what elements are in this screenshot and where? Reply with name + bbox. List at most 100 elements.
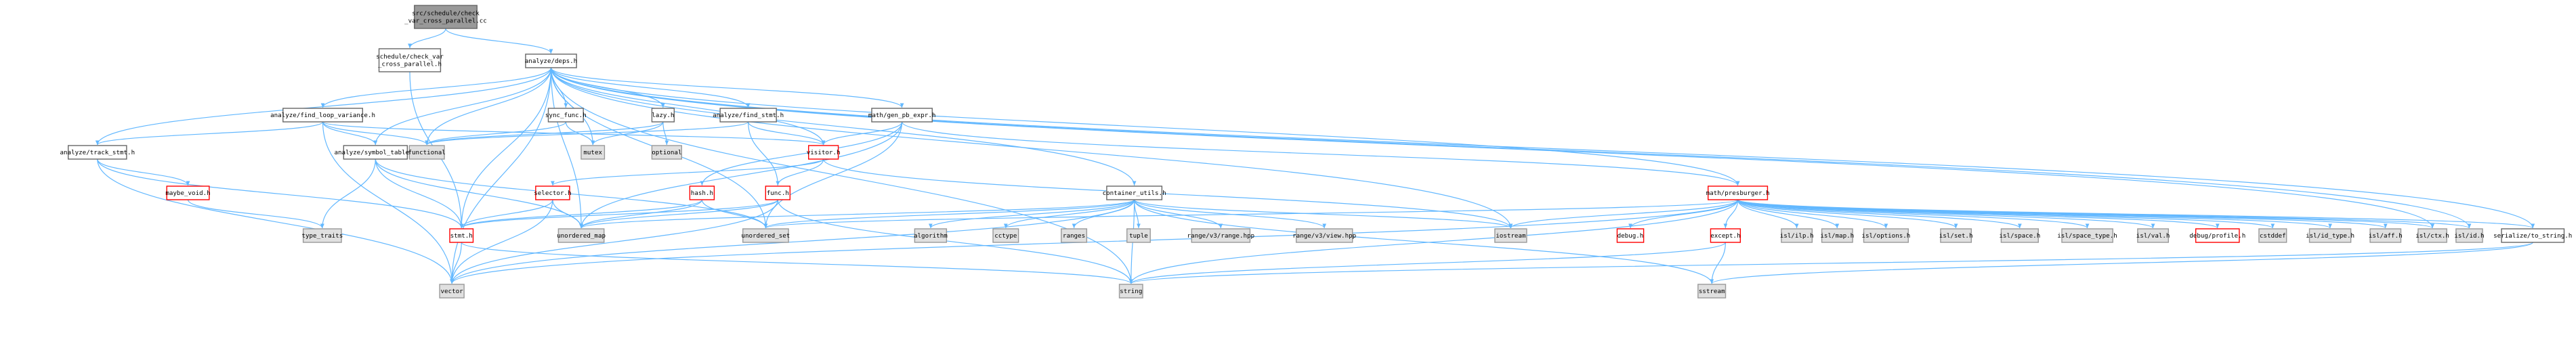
- node-math-presburger-h[interactable]: math/presburger.h: [1706, 185, 1770, 200]
- node-box: [1821, 228, 1853, 243]
- edge-deps-to-fstmt: [550, 67, 751, 108]
- edge-presb-to-islmap: [1737, 199, 1840, 229]
- edge-gen-to-umap: [579, 121, 903, 229]
- node-lazy-h[interactable]: lazy.h: [651, 108, 675, 123]
- edge-lazy-to-mutex: [591, 121, 664, 146]
- node-box: [2195, 228, 2240, 243]
- node-tuple: tuple: [1126, 228, 1151, 243]
- node-label: selector.h: [534, 190, 571, 197]
- edge-deps-to-string: [550, 67, 1133, 284]
- node-analyze-track-stmt-h[interactable]: analyze/track_stmt.h: [60, 145, 135, 160]
- node-serialize-to-string-h[interactable]: serialize/to_string.h: [2493, 228, 2572, 243]
- edge-track-to-stmt: [97, 158, 464, 229]
- node-visitor-h[interactable]: visitor.h: [807, 145, 841, 160]
- node-label: sync_func.h: [545, 112, 587, 119]
- node-src-schedule-check-var-cross-parallel-cc[interactable]: src/schedule/check_var_cross_parallel.cc: [404, 5, 487, 29]
- node-range-v3-view-hpp: range/v3/view.hpp: [1292, 228, 1356, 243]
- edge-deps-to-cutils: [550, 67, 1137, 186]
- node-box: [871, 108, 933, 123]
- edge-func-to-vector: [450, 199, 778, 284]
- edge-func-to-umap: [579, 199, 778, 229]
- node-schedule-check-var-cross-parallel-h[interactable]: schedule/check_var_cross_parallel.h: [376, 48, 444, 72]
- node-box: [742, 228, 789, 243]
- node-debug-h[interactable]: debug.h: [1616, 228, 1645, 243]
- node-label: range/v3/range.hpp: [1187, 232, 1255, 240]
- edge-flv-to-functional: [322, 121, 429, 146]
- node-label: isl/id_type.h: [2306, 232, 2355, 240]
- node-box: [914, 228, 948, 243]
- node-label: debug.h: [1618, 232, 1644, 240]
- node-box: [414, 5, 478, 29]
- node-label: optional: [652, 149, 681, 156]
- node-label: analyze/find_stmt.h: [713, 112, 784, 119]
- node-box: [166, 185, 210, 200]
- node-selector-h[interactable]: selector.h: [534, 185, 572, 200]
- node-box: [1126, 228, 1151, 243]
- edge-deps-to-umap: [550, 67, 583, 229]
- node-box: [765, 185, 791, 200]
- node-maybe-void-h[interactable]: maybe_void.h: [165, 185, 211, 200]
- node-box: [282, 108, 364, 123]
- node-box: [2308, 228, 2352, 243]
- node-box: [343, 145, 408, 160]
- edge-root-to-deps: [445, 28, 553, 54]
- node-box: [525, 53, 577, 68]
- node-box: [449, 228, 474, 243]
- node-box: [2455, 228, 2483, 243]
- node-label: visitor.h: [807, 149, 841, 156]
- node-label: isl/space_type.h: [2057, 232, 2117, 240]
- node-container-utils-h[interactable]: container_utils.h: [1103, 185, 1166, 200]
- node-unordered-set: unordered_set: [741, 228, 790, 243]
- edge-symtab-to-tt: [320, 158, 376, 229]
- node-func-h[interactable]: func.h: [765, 185, 791, 200]
- edge-stmt-to-string: [461, 242, 1133, 284]
- edge-func-to-string: [777, 199, 1133, 284]
- edge-cutils-to-cctype: [1003, 199, 1135, 229]
- node-analyze-deps-h[interactable]: analyze/deps.h: [525, 53, 577, 68]
- node-stmt-h[interactable]: stmt.h: [449, 228, 474, 243]
- node-label: tuple: [1129, 232, 1148, 240]
- node-isl-options-h: isl/options.h: [1861, 228, 1910, 243]
- node-box: [2258, 228, 2287, 243]
- node-box: [1940, 228, 1972, 243]
- node-label: vector: [440, 288, 463, 295]
- node-box: [302, 228, 342, 243]
- edge-stmt-to-vector: [450, 242, 462, 284]
- edge-cutils-to-umap: [579, 199, 1135, 229]
- node-math-gen-pb-expr-h[interactable]: math/gen_pb_expr.h: [868, 108, 936, 123]
- node-except-h[interactable]: except.h: [1710, 228, 1741, 243]
- node-sync-func-h[interactable]: sync_func.h: [545, 108, 587, 123]
- node-analyze-find-stmt-h[interactable]: analyze/find_stmt.h: [713, 108, 784, 123]
- node-label: isl/id.h: [2454, 232, 2484, 240]
- edge-fstmt-to-functional: [425, 121, 749, 146]
- edge-fstmt-to-visitor: [748, 121, 826, 146]
- node-isl-aff-h: isl/aff.h: [2369, 228, 2403, 243]
- edge-gen-to-visitor: [821, 121, 903, 146]
- node-label: analyze/deps.h: [525, 58, 577, 65]
- edge-hash-to-stmt: [459, 199, 702, 229]
- node-analyze-symbol-table-h[interactable]: analyze/symbol_table.h: [334, 145, 417, 160]
- edge-sync-to-functional: [425, 121, 566, 146]
- node-label: isl/set.h: [1939, 232, 1973, 240]
- edge-except-to-sstream: [1710, 242, 1726, 284]
- node-label: functional: [408, 149, 445, 156]
- node-debug-profile-h[interactable]: debug/profile.h: [2189, 228, 2245, 243]
- node-label: unordered_set: [741, 232, 790, 240]
- node-hash-h[interactable]: hash.h: [689, 185, 715, 200]
- node-label: schedule/check_var: [376, 53, 444, 61]
- node-label: isl/ctx.h: [2415, 232, 2449, 240]
- node-mutex: mutex: [580, 145, 606, 160]
- edge-deps-to-gen: [550, 67, 904, 108]
- node-label: isl/space.h: [1999, 232, 2040, 240]
- edge-deps-to-visitor: [550, 67, 826, 146]
- edge-except-to-string: [1129, 242, 1726, 284]
- edge-cutils-to-uset: [763, 199, 1135, 229]
- node-analyze-find-loop-variance-h[interactable]: analyze/find_loop_variance.h: [270, 108, 375, 123]
- node-box: [719, 108, 777, 123]
- node-label: sstream: [1699, 288, 1725, 295]
- graph-nodes: src/schedule/check_var_cross_parallel.cc…: [60, 5, 2572, 299]
- node-range-v3-range-hpp: range/v3/range.hpp: [1187, 228, 1255, 243]
- edge-presb-to-islset: [1737, 199, 1958, 229]
- node-isl-map-h: isl/map.h: [1820, 228, 1854, 243]
